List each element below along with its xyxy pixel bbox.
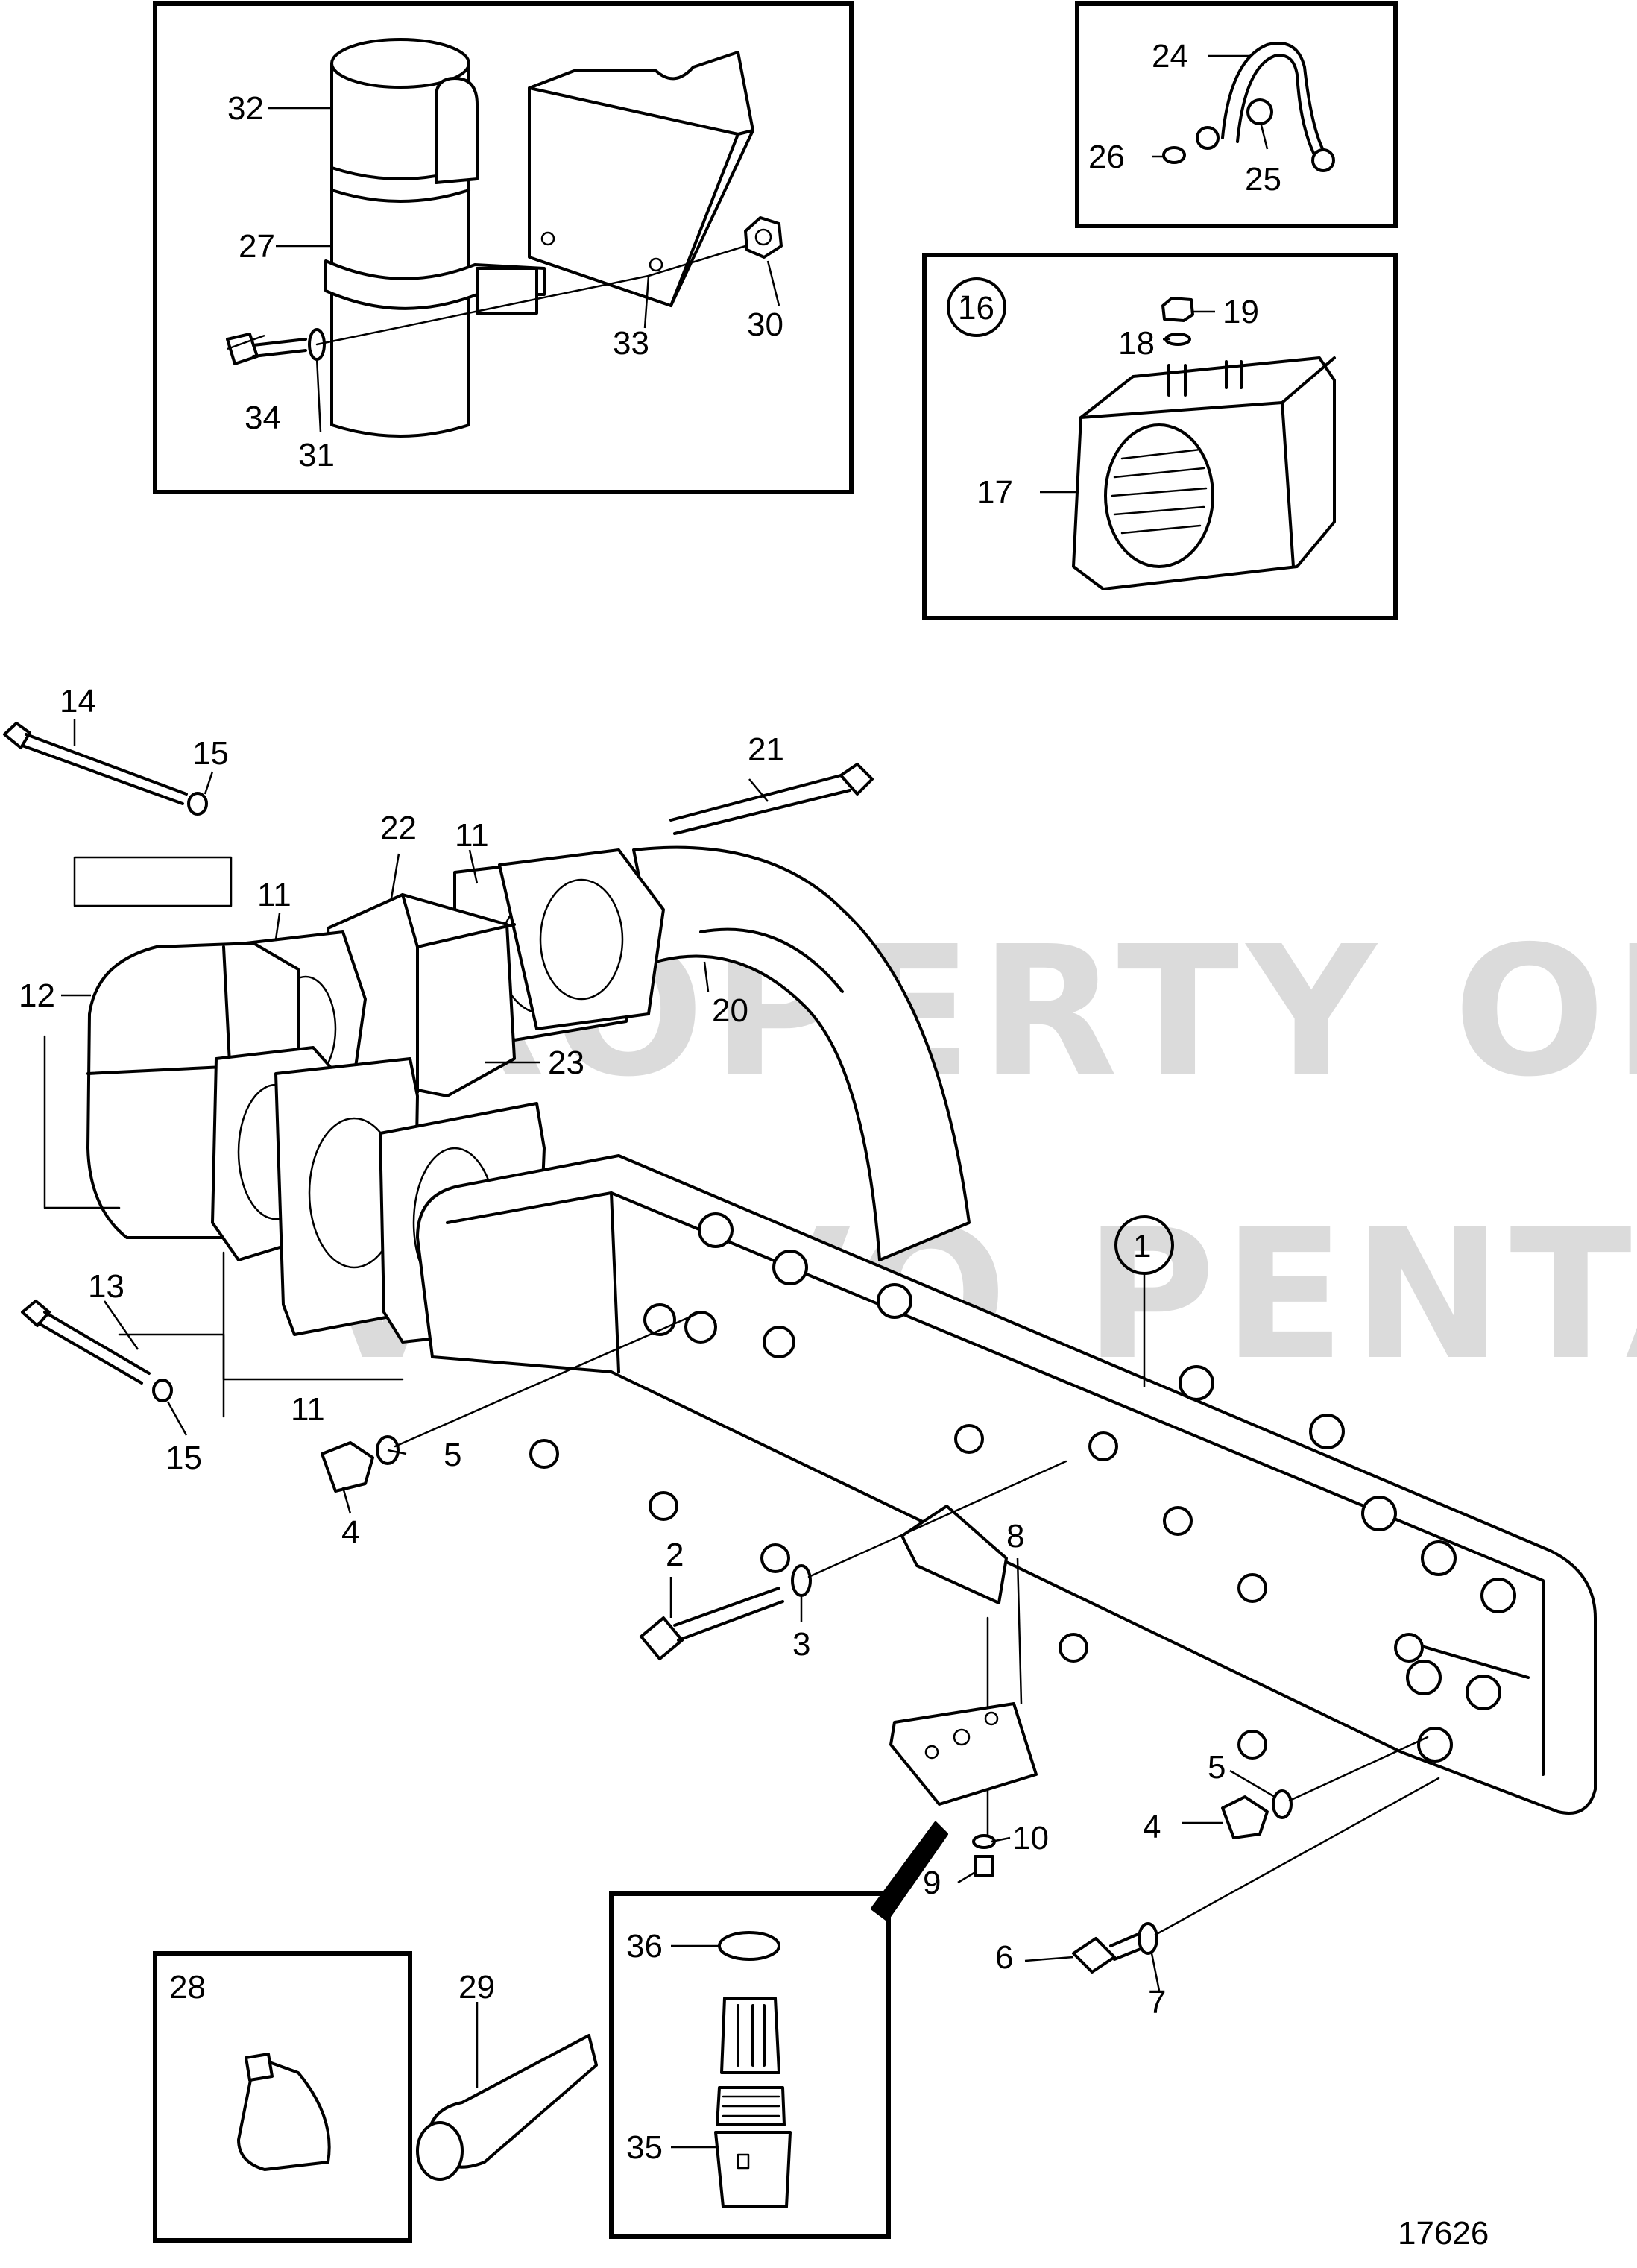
- bolt-washer-6-7: [1072, 1777, 1440, 1974]
- callout-12: 12: [19, 977, 55, 1014]
- callout-22: 22: [380, 810, 417, 846]
- exhaust-pipe-clamp-group: [153, 1, 854, 494]
- callout-ring-16: [947, 277, 1006, 337]
- bolt-washer-part: [226, 245, 747, 365]
- component-17-group: [922, 253, 1398, 620]
- callout-18: 18: [1118, 325, 1155, 362]
- callout-11-mid: 11: [257, 877, 291, 913]
- callout-20: 20: [712, 992, 748, 1029]
- callout-10: 10: [1012, 1820, 1049, 1856]
- cable-tie-group: [153, 1951, 412, 2243]
- exhaust-pipe-part: [330, 38, 479, 438]
- callout-34: 34: [245, 400, 281, 436]
- callout-14: 14: [60, 683, 96, 719]
- sealant-tube-part: [416, 2034, 598, 2181]
- callout-6: 6: [995, 1939, 1013, 1976]
- callout-29: 29: [458, 1969, 495, 2006]
- callout-15-bottom: 15: [165, 1440, 202, 1476]
- callout-27: 27: [239, 228, 275, 265]
- cover-plate-8: [889, 1616, 1038, 1843]
- callout-21: 21: [748, 731, 784, 768]
- ground-cable-detail-frame: [1075, 1, 1398, 228]
- callout-35: 35: [626, 2129, 663, 2166]
- cable-tie-detail-frame: [153, 1951, 412, 2243]
- bracket-line-15-bottom: [118, 1333, 225, 1418]
- main-exhaust-assembly: [3, 722, 1597, 1974]
- plug-washer-right: [1221, 1736, 1429, 1839]
- callout-13: 13: [88, 1268, 124, 1305]
- callout-labels: 1 2 3 4 4 5 5 6 7 8 9 10 11 11 11 12 13 …: [19, 38, 1489, 2252]
- callout-17: 17: [977, 474, 1013, 511]
- ground-cable-part: [1162, 42, 1335, 172]
- cable-tie-part: [237, 2056, 331, 2171]
- callout-11-top: 11: [455, 817, 489, 854]
- callout-8: 8: [1006, 1518, 1024, 1554]
- bracket-part: [528, 51, 754, 307]
- callout-4-right: 4: [1143, 1809, 1161, 1845]
- figure-number: 17626: [1398, 2215, 1489, 2252]
- clamp-band-part: [324, 259, 546, 315]
- callout-7: 7: [1148, 1984, 1166, 2020]
- callout-36: 36: [626, 1928, 663, 1965]
- callout-28: 28: [169, 1969, 206, 2006]
- callout-1: 1: [1133, 1228, 1151, 1264]
- callout-25: 25: [1245, 161, 1281, 198]
- sensor-part: [714, 1931, 792, 2208]
- screw-washer-9-10: [972, 1834, 996, 1877]
- long-bolt-13: [21, 1300, 173, 1402]
- callout-4-left: 4: [341, 1514, 359, 1551]
- callout-26: 26: [1088, 139, 1125, 175]
- bolt-washer-2-3: [640, 1460, 1067, 1660]
- ground-cable-group: [1075, 1, 1398, 228]
- callout-9: 9: [923, 1865, 941, 1901]
- callout-33: 33: [613, 325, 649, 362]
- callout-19: 19: [1223, 294, 1259, 330]
- callout-32: 32: [227, 90, 264, 127]
- callout-16: 16: [958, 290, 994, 327]
- nut-part: [744, 216, 783, 259]
- callout-2: 2: [666, 1537, 684, 1573]
- callout-31: 31: [298, 437, 335, 473]
- sensor-group: [609, 1891, 891, 2239]
- callout-3: 3: [792, 1626, 810, 1663]
- long-bolt-14: [3, 722, 208, 816]
- callout-23: 23: [548, 1045, 584, 1081]
- callout-24: 24: [1152, 38, 1188, 75]
- component-17-detail-frame: [922, 253, 1398, 620]
- callout-5-left: 5: [444, 1437, 461, 1473]
- callout-11-bottom: 11: [291, 1391, 325, 1428]
- manifold-body-1: [416, 1154, 1597, 1815]
- callout-5-right: 5: [1208, 1749, 1226, 1786]
- sensor-detail-frame: [609, 1891, 891, 2239]
- component-17-part: [1072, 297, 1336, 590]
- exhaust-elbow-20: [632, 845, 971, 1261]
- long-bolt-21: [669, 763, 874, 835]
- bracket-line-12: [43, 1035, 121, 1209]
- bracket-line-15-top: [73, 856, 233, 907]
- callout-30: 30: [747, 306, 783, 343]
- callout-leaders: [61, 54, 1275, 2149]
- callout-15-top: 15: [192, 735, 229, 772]
- exhaust-pipe-detail-frame: [153, 1, 854, 494]
